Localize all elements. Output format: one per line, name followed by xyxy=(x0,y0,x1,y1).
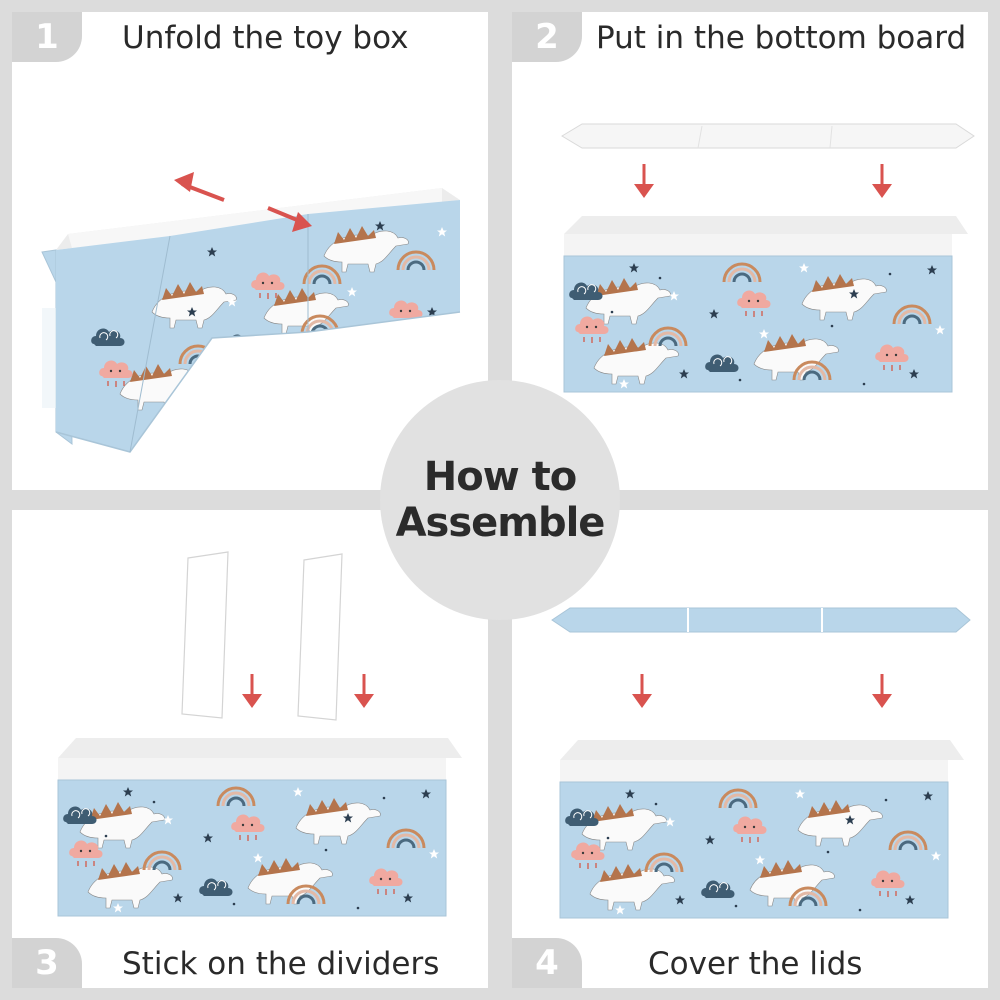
bottom-board-illustration xyxy=(561,123,975,490)
step-number-badge: 4 xyxy=(512,938,582,988)
dividers-illustration xyxy=(12,551,462,988)
down-arrow-icon xyxy=(870,672,894,710)
step-number-badge: 2 xyxy=(512,12,582,62)
step-title: Put in the bottom board xyxy=(596,20,967,56)
step-number-badge: 1 xyxy=(12,12,82,62)
down-arrow-icon xyxy=(352,672,376,710)
step-title: Stick on the dividers xyxy=(122,946,440,982)
step-number-badge: 3 xyxy=(12,938,82,988)
unfolded-box-illustration xyxy=(41,172,461,453)
center-title-line-1: How to xyxy=(423,454,577,500)
lids-illustration xyxy=(551,607,971,988)
step-panel-1: 1 Unfold the toy box xyxy=(12,12,488,490)
down-arrow-icon xyxy=(630,672,654,710)
step-panel-3: 3 Stick on the dividers xyxy=(12,510,488,988)
step-title: Unfold the toy box xyxy=(122,20,409,56)
down-arrow-icon xyxy=(240,672,264,710)
down-arrow-icon xyxy=(870,162,894,200)
step-title: Cover the lids xyxy=(648,946,863,982)
step-panel-4: 4 Cover the lids xyxy=(512,510,988,988)
center-title-line-2: Assemble xyxy=(395,500,606,546)
step-panel-2: 2 Put in the bottom board xyxy=(512,12,988,490)
double-arrow-icon xyxy=(174,172,312,232)
how-to-assemble-badge: How to Assemble xyxy=(380,380,620,620)
down-arrow-icon xyxy=(632,162,656,200)
